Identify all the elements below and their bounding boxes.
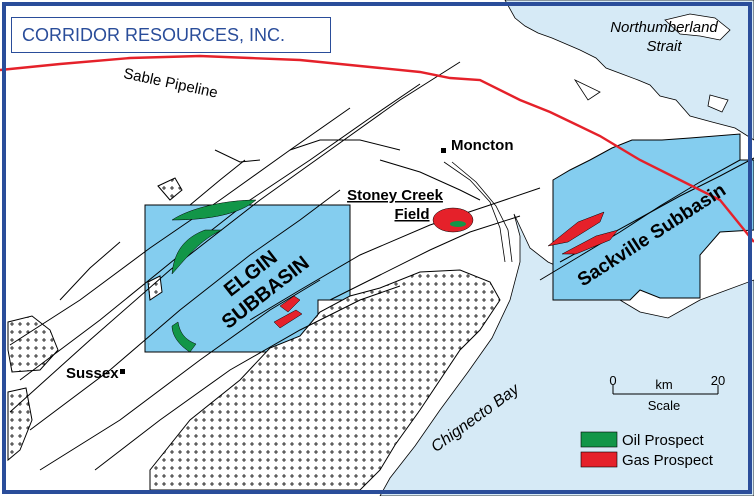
gas-prospect xyxy=(561,229,619,255)
scale-max: 20 xyxy=(711,373,725,388)
chignecto-bay-water xyxy=(379,213,754,496)
legend-swatch-oil xyxy=(580,431,618,448)
brand-title: CORRIDOR RESOURCES, INC. xyxy=(11,17,331,53)
oil-prospect xyxy=(171,229,223,275)
oil-prospect xyxy=(171,321,197,353)
moncton-marker xyxy=(441,148,446,153)
gas-prospect-stoney-creek xyxy=(432,207,474,233)
outcrop-small xyxy=(7,387,33,462)
strait-label: Strait xyxy=(646,38,682,55)
strait-island xyxy=(664,13,731,41)
moncton-label: Moncton xyxy=(451,137,513,154)
gas-prospect xyxy=(547,211,605,247)
outcrop-large xyxy=(149,269,501,491)
scale-unit: km xyxy=(655,377,672,392)
strait-island xyxy=(573,79,601,101)
scale-min: 0 xyxy=(609,373,616,388)
gas-prospect xyxy=(279,295,301,313)
strait-label: Northumberland xyxy=(610,19,718,36)
strait-island xyxy=(707,94,729,113)
gas-prospect xyxy=(273,309,303,329)
stoney-creek-label: Stoney Creek xyxy=(347,187,444,204)
outcrop-small xyxy=(147,275,163,301)
oil-prospect xyxy=(171,199,257,221)
sussex-marker xyxy=(120,369,125,374)
sable-pipeline-route xyxy=(0,54,754,243)
legend-swatch-gas xyxy=(580,451,618,468)
outcrop-small xyxy=(7,315,59,373)
outcrop-small xyxy=(157,177,183,201)
sussex-label: Sussex xyxy=(66,365,119,382)
brand-title-text: CORRIDOR RESOURCES, INC. xyxy=(22,24,286,45)
legend-label-gas: Gas Prospect xyxy=(622,452,714,469)
legend: Oil Prospect Gas Prospect xyxy=(580,431,714,469)
petitcodiac-river xyxy=(443,161,513,263)
scale-bar: 0 km 20 Scale xyxy=(609,373,725,413)
oil-prospect-stoney-creek xyxy=(450,221,466,227)
stoney-creek-label: Field xyxy=(394,206,429,223)
legend-label-oil: Oil Prospect xyxy=(622,432,705,449)
sackville-subbasin-area xyxy=(552,133,754,301)
scale-label: Scale xyxy=(648,398,681,413)
